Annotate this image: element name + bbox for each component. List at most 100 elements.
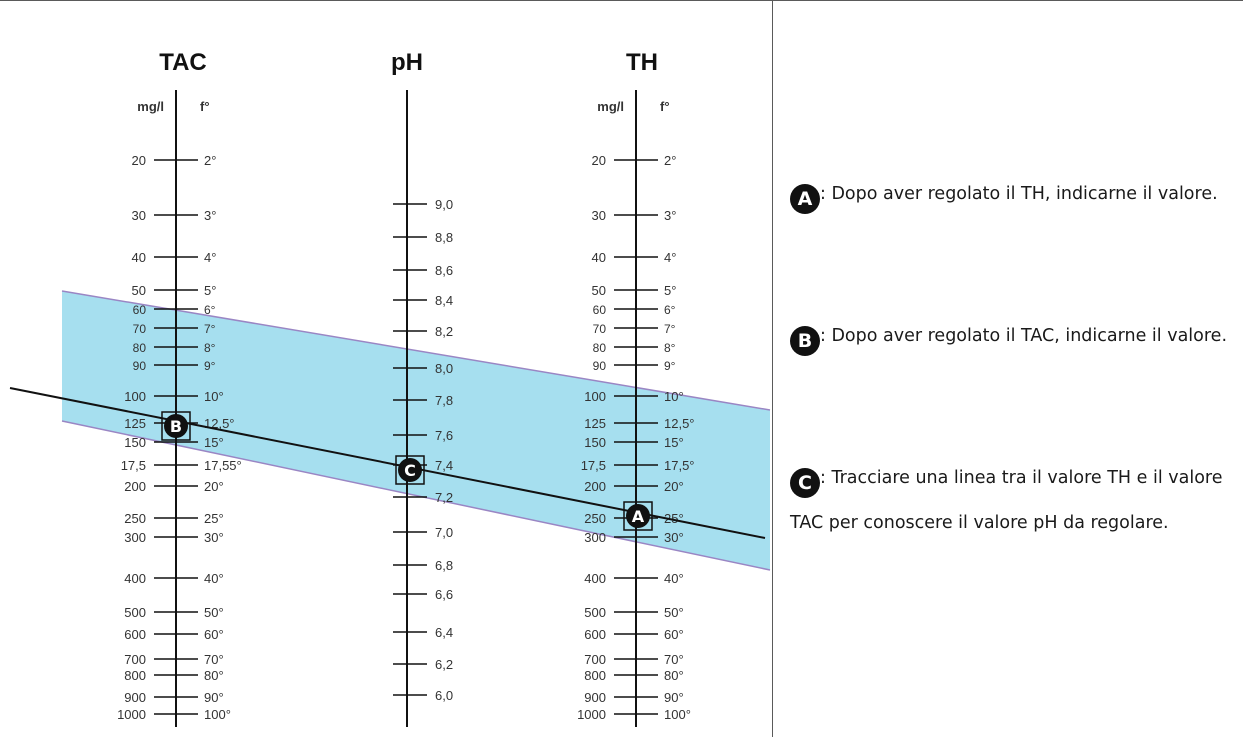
ph-tick-label: 8,8 [435,230,453,245]
ph-tick-label: 7,2 [435,490,453,505]
tac-tick-label-left: 600 [124,627,146,642]
th-tick-label-left: 125 [584,416,606,431]
th-tick-label-right: 100° [664,707,691,722]
tac-tick-label-right: 90° [204,690,224,705]
legend-item-a: A: Dopo aver regolato il TH, indicarne i… [790,172,1238,217]
th-tick-label-left: 250 [584,511,606,526]
marker-c-letter: C [404,461,416,480]
tac-tick-label-right: 5° [204,283,216,298]
th-tick-label-left: 150 [584,435,606,450]
tac-tick-label-left: 150 [124,435,146,450]
th-tick-label-left: 900 [584,690,606,705]
tac-tick-label-right: 25° [204,511,224,526]
tac-tick-label-left: 800 [124,668,146,683]
th-tick-label-left: 300 [584,530,606,545]
badge-b-icon: B [790,326,820,356]
frame-top-border [0,0,1243,1]
th-tick-label-right: 2° [664,153,676,168]
th-tick-label-right: 25° [664,511,684,526]
tac-tick-label-left: 70 [133,322,147,336]
th-tick-label-right: 5° [664,283,676,298]
tac-tick-label-right: 9° [204,359,216,373]
th-tick-label-left: 800 [584,668,606,683]
th-tick-label-right: 80° [664,668,684,683]
ph-tick-label: 7,0 [435,525,453,540]
tac-tick-label-left: 500 [124,605,146,620]
ph-tick-label: 8,2 [435,324,453,339]
tac-tick-label-left: 60 [133,303,147,317]
tac-tick-label-left: 20 [132,153,146,168]
reading-markers: B C A [161,411,653,531]
tac-tick-label-left: 17,5 [121,458,146,473]
th-tick-label-left: 100 [584,389,606,404]
tac-tick-label-right: 80° [204,668,224,683]
tac-tick-label-right: 3° [204,208,216,223]
th-tick-label-right: 3° [664,208,676,223]
tac-tick-label-right: 30° [204,530,224,545]
legend-text-b: : Dopo aver regolato il TAC, indicarne i… [820,326,1228,346]
th-tick-label-left: 30 [592,208,606,223]
tac-tick-label-right: 17,55° [204,458,242,473]
th-tick-label-left: 700 [584,652,606,667]
th-tick-label-right: 17,5° [664,458,695,473]
th-tick-label-left: 500 [584,605,606,620]
legend-text-a: : Dopo aver regolato il TH, indicarne il… [820,184,1218,204]
th-tick-label-right: 10° [664,389,684,404]
ph-tick-label: 6,2 [435,657,453,672]
th-tick-label-right: 30° [664,530,684,545]
tac-tick-label-right: 4° [204,250,216,265]
tac-tick-label-right: 10° [204,389,224,404]
legend-text-c: : Tracciare una linea tra il valore TH e… [790,468,1223,533]
ph-tick-label: 6,6 [435,587,453,602]
th-tick-label-right: 50° [664,605,684,620]
marker-c-icon [398,458,422,482]
tac-tick-label-left: 50 [132,283,146,298]
marker-c: C [395,455,425,485]
th-left-unit: mg/l [597,99,624,114]
legend-item-b: B: Dopo aver regolato il TAC, indicarne … [790,314,1238,359]
tac-tick-label-right: 100° [204,707,231,722]
legend-panel: A: Dopo aver regolato il TH, indicarne i… [778,0,1238,737]
ph-tick-label: 8,0 [435,361,453,376]
legend-item-c: C: Tracciare una linea tra il valore TH … [790,456,1238,546]
ph-title: pH [391,49,423,76]
tac-tick-label-right: 2° [204,153,216,168]
tac-tick-label-left: 100 [124,389,146,404]
ph-tick-label: 6,0 [435,688,453,703]
tac-tick-label-right: 60° [204,627,224,642]
th-right-unit: f° [660,99,670,114]
tac-tick-label-left: 40 [132,250,146,265]
tac-tick-label-left: 400 [124,571,146,586]
marker-b: B [161,411,191,441]
marker-a-frame [623,501,653,531]
tac-tick-label-right: 6° [204,303,216,317]
th-tick-label-left: 40 [592,250,606,265]
ph-tick-label: 6,8 [435,558,453,573]
tac-tick-label-left: 900 [124,690,146,705]
tac-tick-label-left: 30 [132,208,146,223]
marker-a-icon [626,504,650,528]
tac-left-unit: mg/l [137,99,164,114]
marker-a-letter: A [632,507,645,526]
marker-b-frame [161,411,191,441]
tac-tick-label-right: 8° [204,341,216,355]
tac-tick-label-right: 50° [204,605,224,620]
th-tick-label-left: 90 [593,359,607,373]
ph-tick-label: 8,6 [435,263,453,278]
tac-tick-label-left: 200 [124,479,146,494]
ph-tick-label: 7,6 [435,428,453,443]
band-fill [62,291,770,570]
th-tick-label-left: 600 [584,627,606,642]
th-tick-label-right: 6° [664,303,676,317]
th-tick-label-left: 400 [584,571,606,586]
column-divider [772,0,773,737]
tac-right-unit: f° [200,99,210,114]
tac-title: TAC [159,49,207,76]
th-tick-label-right: 20° [664,479,684,494]
tac-tick-label-left: 90 [133,359,147,373]
tac-tick-label-right: 70° [204,652,224,667]
tac-tick-label-right: 15° [204,435,224,450]
badge-c-icon: C [790,468,820,498]
